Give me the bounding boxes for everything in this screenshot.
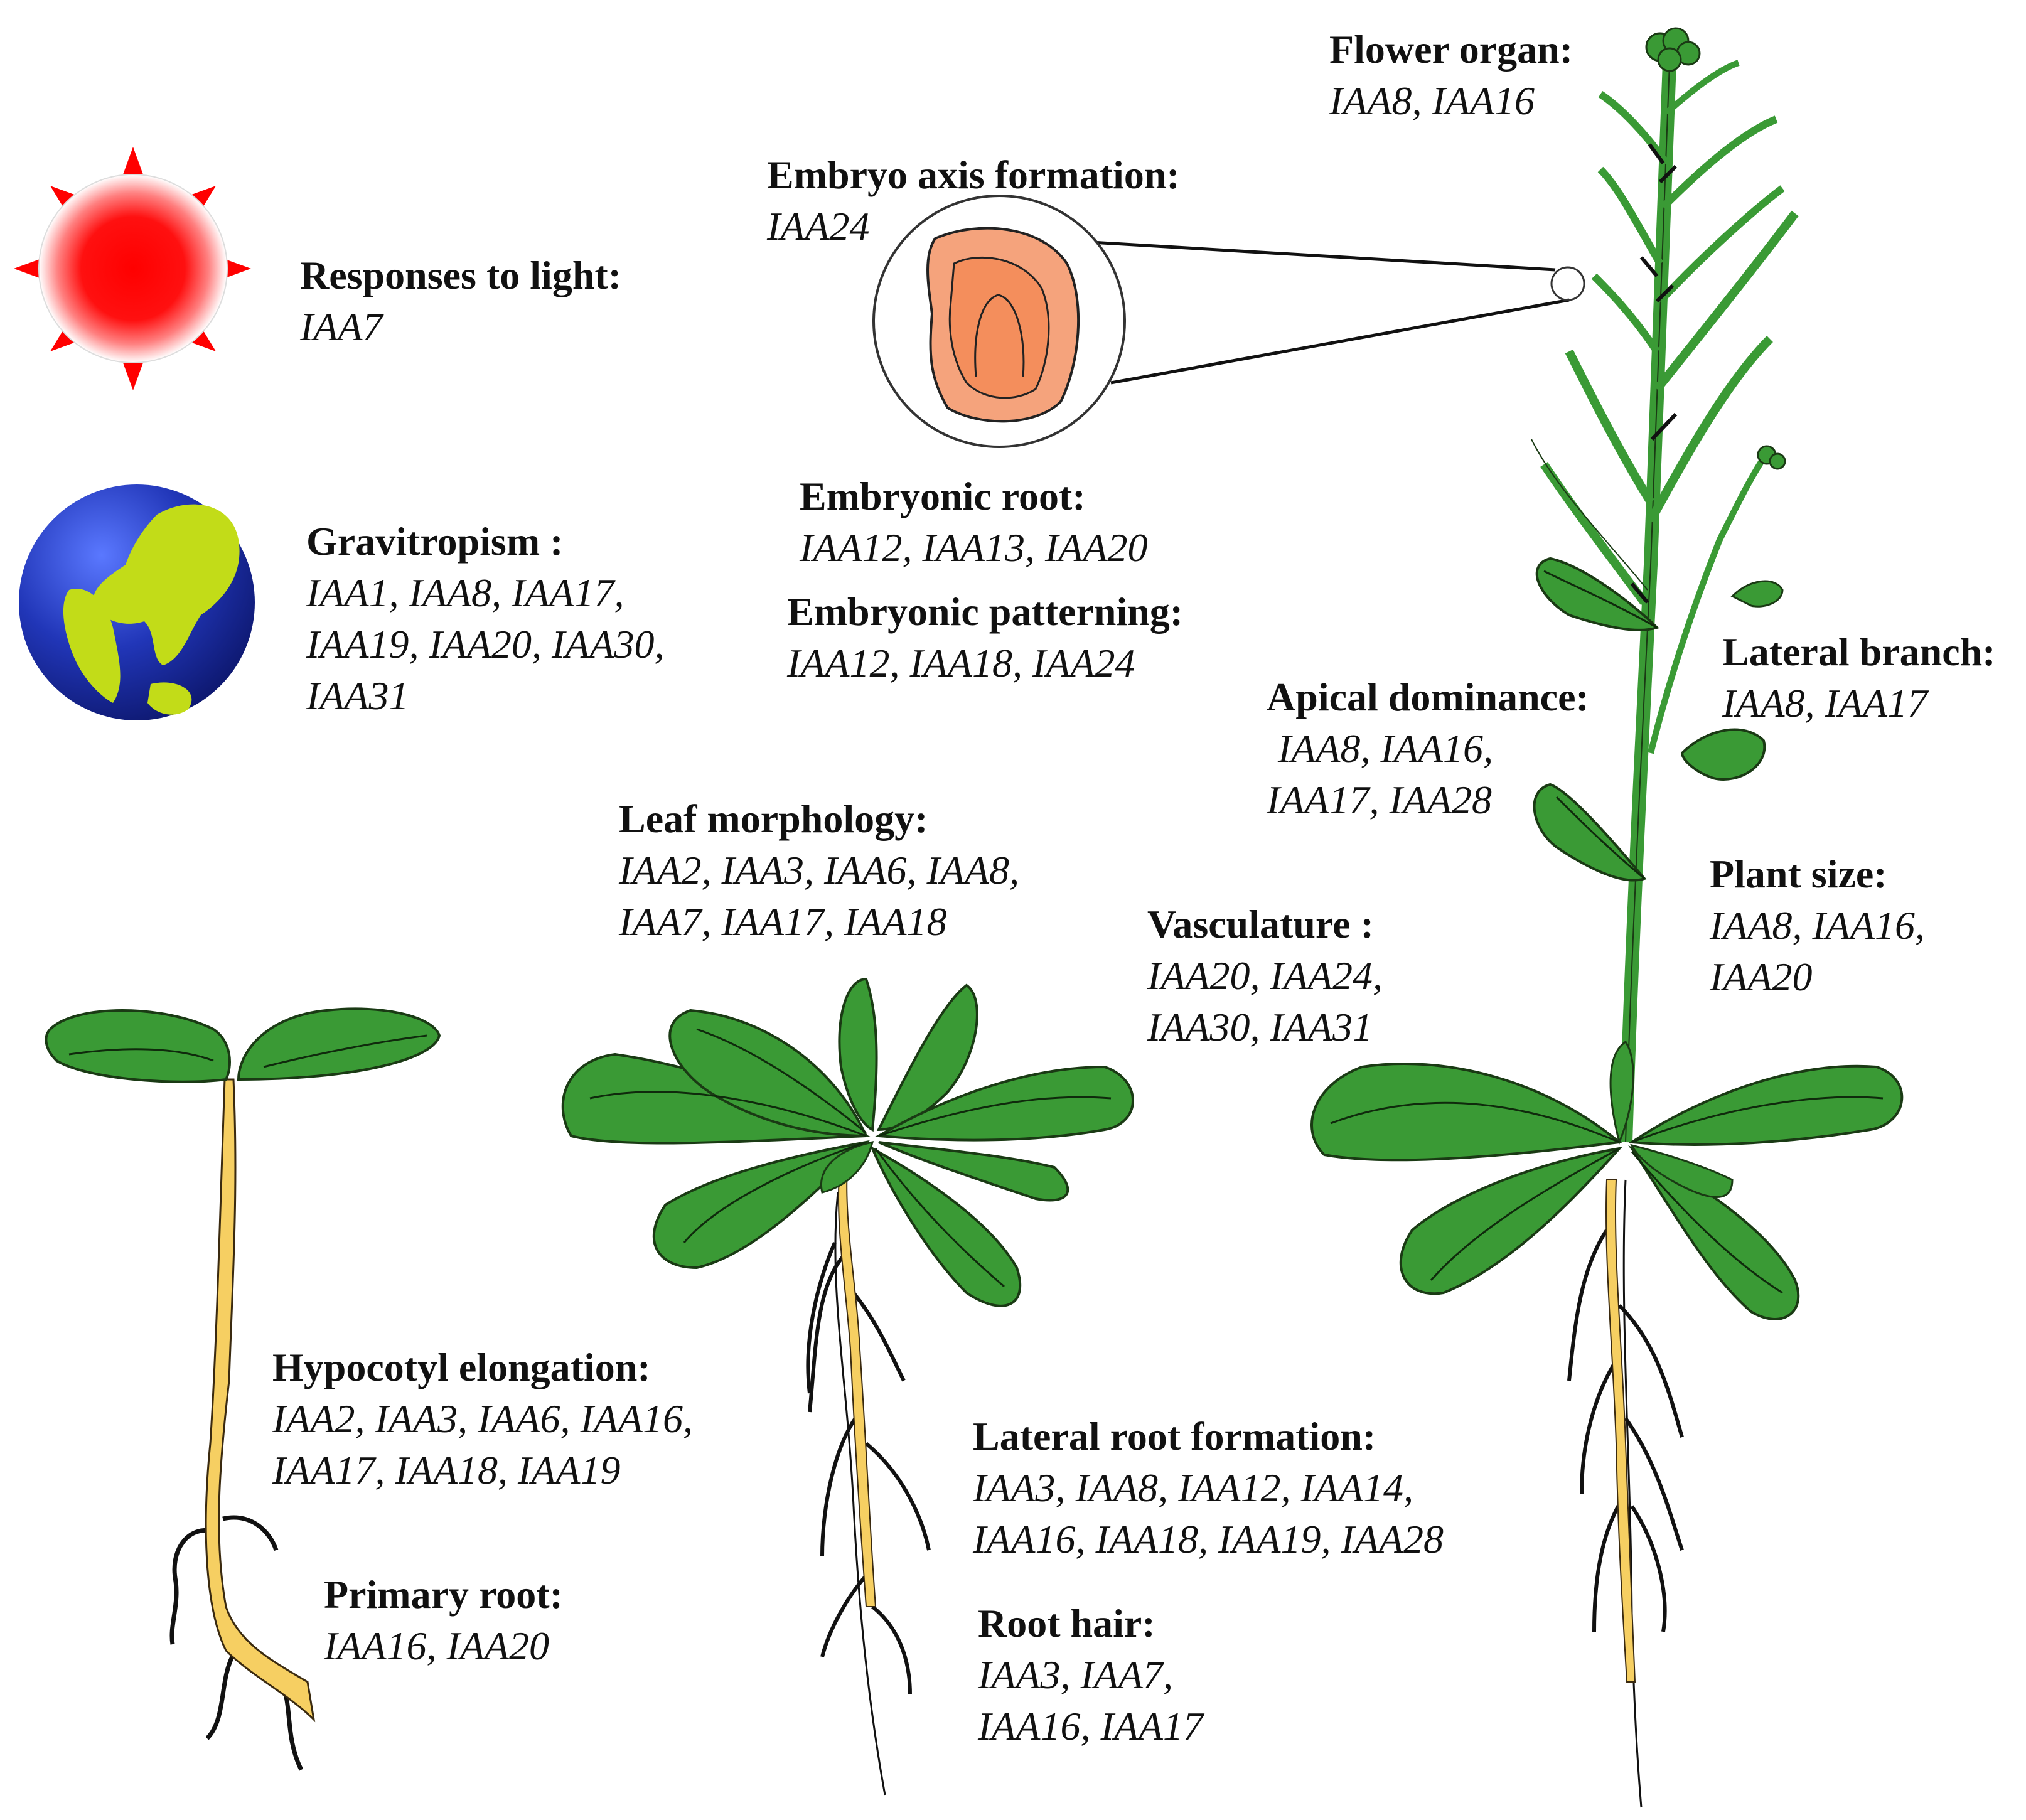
label-primary-root-genes: IAA16, IAA20 [324,1624,549,1668]
label-lateral-branch-title: Lateral branch: [1722,629,1996,674]
label-light: Responses to light: IAA7 [300,250,621,353]
label-flower-organ-title: Flower organ: [1329,27,1573,72]
label-embryonic-root: Embryonic root: IAA12, IAA13, IAA20 [800,471,1148,574]
label-plant-size-genes-1: IAA8, IAA16, [1710,903,1925,948]
flower-cluster-branch [1757,445,1786,470]
label-root-hair-genes-2: IAA16, IAA17 [978,1704,1203,1748]
label-lateral-root-genes-1: IAA3, IAA8, IAA12, IAA14, [973,1465,1413,1510]
label-leaf-morphology-title: Leaf morphology: [619,796,928,841]
label-embryonic-patterning-title: Embryonic patterning: [787,589,1184,634]
label-embryo-axis-genes: IAA24 [767,204,870,249]
label-vasculature-genes-1: IAA20, IAA24, [1147,953,1383,998]
label-flower-organ-genes: IAA8, IAA16 [1329,78,1535,123]
label-lateral-branch: Lateral branch: IAA8, IAA17 [1722,626,1996,729]
zoom-line-top [1091,240,1556,272]
label-leaf-morphology-genes-2: IAA7, IAA17, IAA18 [619,899,947,944]
label-plant-size-title: Plant size: [1710,852,1887,896]
label-apical-dominance: Apical dominance: IAA8, IAA16, IAA17, IA… [1267,672,1589,826]
label-root-hair-title: Root hair: [978,1601,1155,1646]
label-leaf-morphology: Leaf morphology: IAA2, IAA3, IAA6, IAA8,… [619,793,1019,948]
label-primary-root-title: Primary root: [324,1572,563,1617]
seedling [45,1007,441,1771]
label-embryo-axis: Embryo axis formation: IAA24 [767,149,1180,252]
label-hypocotyl: Hypocotyl elongation: IAA2, IAA3, IAA6, … [272,1342,693,1496]
label-gravitropism-genes-2: IAA19, IAA20, IAA30, [306,622,665,666]
label-gravitropism-genes-1: IAA1, IAA8, IAA17, [306,570,624,615]
label-lateral-root: Lateral root formation: IAA3, IAA8, IAA1… [973,1411,1444,1565]
label-root-hair: Root hair: IAA3, IAA7, IAA16, IAA17 [978,1598,1203,1752]
label-apical-dominance-title: Apical dominance: [1267,675,1589,719]
label-hypocotyl-title: Hypocotyl elongation: [272,1345,651,1389]
zoom-line-bottom [1110,298,1570,385]
label-root-hair-genes-1: IAA3, IAA7, [978,1652,1173,1697]
label-flower-organ: Flower organ: IAA8, IAA16 [1329,24,1573,127]
globe-icon [19,484,255,720]
label-primary-root: Primary root: IAA16, IAA20 [324,1569,563,1672]
label-embryonic-patterning-genes: IAA12, IAA18, IAA24 [787,641,1135,685]
label-light-genes: IAA7 [300,304,383,349]
label-light-title: Responses to light: [300,253,622,297]
label-apical-dominance-genes-1: IAA8, IAA16, [1278,726,1493,771]
label-plant-size: Plant size: IAA8, IAA16, IAA20 [1710,848,1925,1003]
rosette-plant [561,977,1134,1796]
label-vasculature-genes-2: IAA30, IAA31 [1147,1005,1373,1049]
label-gravitropism-title: Gravitropism : [306,519,564,564]
label-vasculature-title: Vasculature : [1147,902,1374,946]
label-embryonic-root-genes: IAA12, IAA13, IAA20 [800,525,1148,570]
flowering-plant [1310,27,1904,1808]
label-hypocotyl-genes-2: IAA17, IAA18, IAA19 [272,1448,621,1492]
label-lateral-root-genes-2: IAA16, IAA18, IAA19, IAA28 [973,1517,1444,1561]
label-embryo-axis-title: Embryo axis formation: [767,153,1180,197]
flower-cluster [1645,27,1701,72]
sun-icon [14,147,251,390]
label-embryonic-patterning: Embryonic patterning: IAA12, IAA18, IAA2… [787,586,1183,689]
label-hypocotyl-genes-1: IAA2, IAA3, IAA6, IAA16, [272,1396,693,1441]
label-apical-dominance-genes-2: IAA17, IAA28 [1267,778,1492,822]
label-plant-size-genes-2: IAA20 [1710,955,1813,999]
label-gravitropism: Gravitropism : IAA1, IAA8, IAA17, IAA19,… [306,516,665,722]
embryo-magnified [872,195,1126,448]
label-gravitropism-genes-3: IAA31 [306,673,409,718]
label-leaf-morphology-genes-1: IAA2, IAA3, IAA6, IAA8, [619,848,1019,892]
label-embryonic-root-title: Embryonic root: [800,474,1086,518]
label-lateral-root-title: Lateral root formation: [973,1414,1376,1459]
label-lateral-branch-genes: IAA8, IAA17 [1722,681,1927,725]
label-vasculature: Vasculature : IAA20, IAA24, IAA30, IAA31 [1147,899,1383,1053]
